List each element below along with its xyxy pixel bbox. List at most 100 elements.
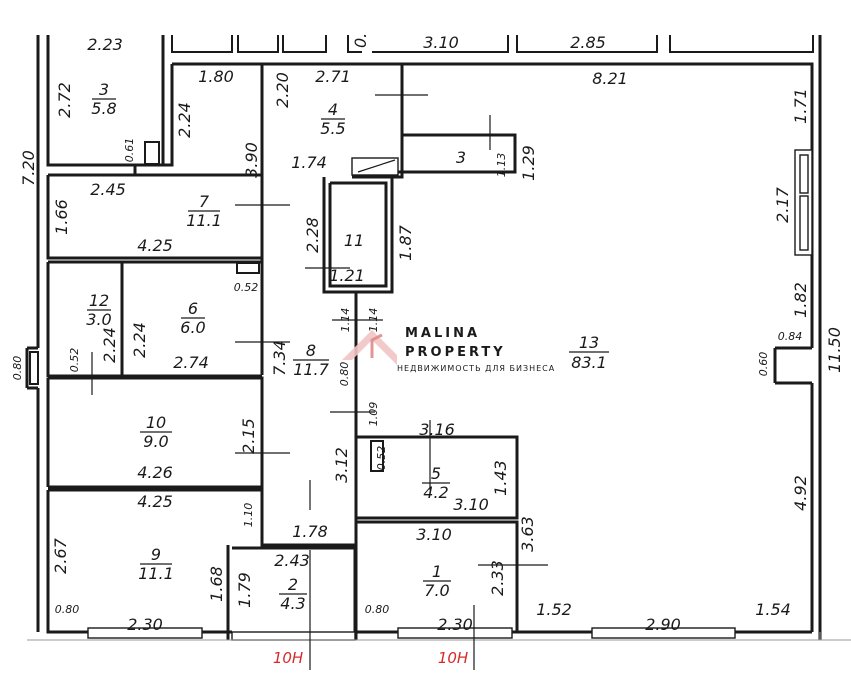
room-area: 11.7 [293,360,329,379]
dimension-label: 1.14 [367,308,380,333]
dimension-label: 2.45 [90,180,126,199]
logo-name-line2: PROPERTY [405,345,506,360]
dimension-label: 2.15 [239,418,258,454]
room-number: 3 [456,148,466,167]
dimension-label: 1.09 [367,402,380,427]
room-number: 2 [288,575,298,594]
dimension-label: 1.71 [791,88,810,124]
axis-labels: 10Н 10Н [273,649,468,667]
dimension-label: 0.52 [234,281,259,294]
dimension-label: 0.80 [338,362,351,387]
room-number: 3 [99,80,109,99]
room-area: 4.3 [280,594,305,613]
dimension-label: 1.79 [235,572,254,608]
dimension-label: 1.13 [495,153,508,178]
dimension-label: 0.84 [778,330,803,343]
room-number: 12 [89,291,109,310]
room-labels: 3 5.8 4 5.5 3 7 11.1 11 12 3.0 6 6.0 8 1… [86,80,609,613]
dimension-label: 2.30 [437,615,473,634]
dimension-label: 2.28 [303,217,322,253]
logo-tagline: НЕДВИЖИМОСТЬ ДЛЯ БИЗНЕСА [397,364,555,373]
dimension-label: 2.71 [315,67,351,86]
room-area: 83.1 [571,353,607,372]
walls [25,35,822,640]
room-area: 5.5 [320,119,345,138]
dimension-label: 3.10 [416,525,452,544]
dimension-label: 0.60 [757,352,770,377]
dimension-label: 1.29 [519,145,538,181]
dimension-label: 1.54 [755,600,791,619]
room-area: 11.1 [138,564,174,583]
room-area: 6.0 [180,318,205,337]
dimension-label: 2.17 [773,186,792,222]
room-number: 9 [151,545,161,564]
malina-logo: MALINA PROPERTY НЕДВИЖИМОСТЬ ДЛЯ БИЗНЕСА [342,326,555,373]
dimension-label: 1.14 [339,308,352,333]
dimension-label: 2.33 [488,560,507,596]
dimension-label: 1.52 [536,600,572,619]
dimension-label: 3.10 [423,33,459,52]
dimension-label: 2.30 [127,615,163,634]
dimension-label: 4.26 [137,463,173,482]
dimension-labels: 2.23 3.10 2.85 0. 2.72 0.61 1.80 2.24 2.… [11,33,844,634]
dimension-label: 3.12 [332,447,351,483]
room-number: 1 [432,562,442,581]
dimension-label: 0. [351,33,370,48]
dimension-label: 3.16 [419,420,455,439]
dimension-label: 7.20 [19,150,38,186]
dimension-label: 8.21 [592,69,628,88]
dimension-label: 2.23 [87,35,123,54]
dimension-label: 1.87 [396,224,415,260]
dimension-label: 2.24 [130,322,149,358]
section-lines [91,94,548,670]
dimension-label: 7.34 [270,340,289,376]
room-number: 8 [306,341,316,360]
room-area: 11.1 [186,211,222,230]
dimension-label: 4.92 [791,475,810,511]
dimension-label: 0.80 [55,603,80,616]
dimension-label: 3.10 [453,495,489,514]
dimension-label: 2.90 [645,615,681,634]
dimension-label: 2.20 [273,72,292,108]
dimension-label: 2.74 [173,353,209,372]
dimension-label: 0.80 [11,356,24,381]
dimension-label: 1.43 [491,460,510,496]
dimension-label: 1.68 [207,566,226,602]
room-number: 7 [199,192,210,211]
dimension-label: 2.85 [570,33,606,52]
dimension-label: 11.50 [825,327,844,373]
dimension-label: 1.10 [242,503,255,528]
room-number: 4 [328,100,338,119]
room-area: 4.2 [423,483,448,502]
room-number: 13 [579,333,599,352]
dimension-label: 1.21 [329,266,365,285]
dimension-label: 1.74 [291,153,327,172]
dimension-label: 2.24 [100,327,119,363]
dimension-label: 3.63 [518,516,537,552]
room-area: 9.0 [143,432,168,451]
dimension-label: 0.61 [123,138,136,163]
room-number: 11 [344,231,364,250]
room-area: 7.0 [424,581,449,600]
dimension-label: 2.72 [55,82,74,118]
dimension-label: 2.24 [175,102,194,138]
dimension-label: 3.90 [242,142,261,178]
axis-label: 10Н [438,649,468,667]
dimension-label: 4.25 [137,236,173,255]
room-number: 6 [188,299,198,318]
room-number: 5 [431,464,441,483]
dimension-label: 1.78 [292,522,328,541]
axis-label: 10Н [273,649,303,667]
dimension-label: 2.67 [51,537,70,573]
room-number: 10 [146,413,166,432]
dimension-label: 1.82 [791,282,810,318]
dimension-label: 1.80 [198,67,234,86]
dimension-label: 0.52 [375,446,388,471]
logo-name-line1: MALINA [405,326,480,341]
dimension-label: 4.25 [137,492,173,511]
room-area: 3.0 [86,310,111,329]
dimension-label: 2.43 [274,551,310,570]
dimension-label: 0.80 [365,603,390,616]
dimension-label: 1.66 [52,199,71,235]
